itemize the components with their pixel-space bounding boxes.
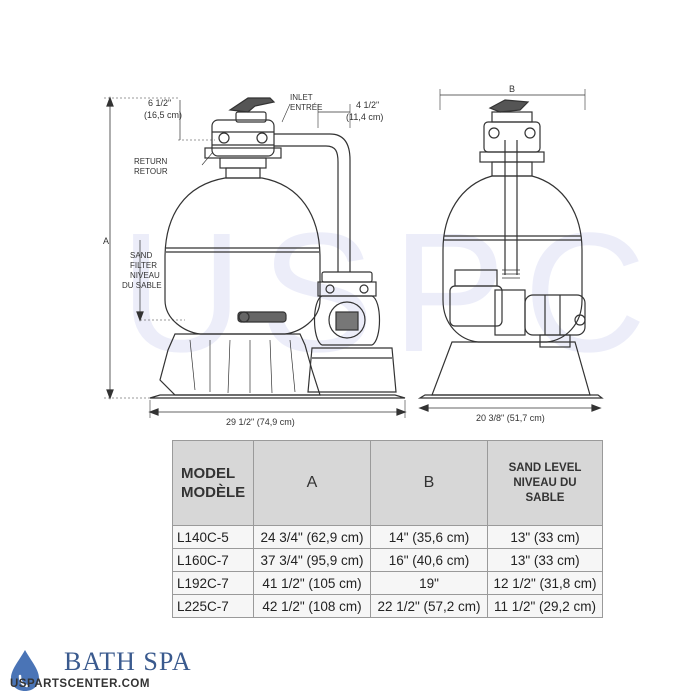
header-b: B: [370, 440, 488, 526]
cell-a: 24 3/4" (62,9 cm): [253, 525, 371, 549]
cell-sand: 12 1/2" (31,8 cm): [487, 571, 603, 595]
inlet-dim-cm-label: (11,4 cm): [346, 112, 383, 122]
cell-model: L192C-7: [172, 571, 254, 595]
cell-sand: 13" (33 cm): [487, 548, 603, 572]
header-sand-level: SAND LEVEL NIVEAU DU SABLE: [487, 440, 603, 526]
table-row: L225C-7 42 1/2" (108 cm) 22 1/2" (57,2 c…: [172, 594, 603, 618]
cell-sand: 11 1/2" (29,2 cm): [487, 594, 603, 618]
sand-label-1: SAND: [130, 251, 152, 260]
spec-table: MODEL MODÈLE A B SAND LEVEL NIVEAU DU SA…: [172, 440, 603, 618]
cell-a: 41 1/2" (105 cm): [253, 571, 371, 595]
left-width-label: 29 1/2" (74,9 cm): [226, 417, 295, 427]
cell-sand: 13" (33 cm): [487, 525, 603, 549]
inlet-label: INLET: [290, 93, 313, 102]
cell-b: 14" (35,6 cm): [370, 525, 488, 549]
front-view: [417, 89, 604, 412]
cell-model: L140C-5: [172, 525, 254, 549]
sand-label-4: DU SABLE: [122, 281, 162, 290]
cell-model: L225C-7: [172, 594, 254, 618]
table-row: L160C-7 37 3/4" (95,9 cm) 16" (40,6 cm) …: [172, 548, 603, 572]
return-label: RETURN: [134, 157, 168, 166]
water-drop-icon: [11, 650, 39, 691]
brand-name: BATH SPA: [64, 647, 192, 676]
filter-system-drawing: 6 1/2" (16,5 cm) INLET ENTRÉE 4 1/2" (11…: [103, 84, 604, 427]
table-row: L140C-5 24 3/4" (62,9 cm) 14" (35,6 cm) …: [172, 525, 603, 549]
header-a: A: [253, 440, 371, 526]
top-dim-cm-label: (16,5 cm): [144, 110, 182, 120]
header-model: MODEL MODÈLE: [172, 440, 254, 526]
inlet-dim-label: 4 1/2": [356, 100, 379, 110]
cell-b: 22 1/2" (57,2 cm): [370, 594, 488, 618]
table-row: L192C-7 41 1/2" (105 cm) 19" 12 1/2" (31…: [172, 571, 603, 595]
dim-b-label: B: [509, 84, 515, 94]
sand-label-2: FILTER: [130, 261, 157, 270]
return-fr-label: RETOUR: [134, 167, 168, 176]
brand-url: USPARTSCENTER.COM: [10, 678, 150, 690]
top-dim-label: 6 1/2": [148, 98, 171, 108]
table-header-row: MODEL MODÈLE A B SAND LEVEL NIVEAU DU SA…: [172, 440, 603, 526]
sand-label-3: NIVEAU: [130, 271, 160, 280]
right-width-label: 20 3/8" (51,7 cm): [476, 413, 545, 423]
cell-b: 19": [370, 571, 488, 595]
dim-a-label: A: [103, 236, 109, 246]
cell-a: 37 3/4" (95,9 cm): [253, 548, 371, 572]
cell-model: L160C-7: [172, 548, 254, 572]
cell-a: 42 1/2" (108 cm): [253, 594, 371, 618]
inlet-fr-label: ENTRÉE: [290, 103, 322, 112]
brand-logo: [0, 640, 220, 700]
cell-b: 16" (40,6 cm): [370, 548, 488, 572]
left-side-view: [104, 96, 407, 418]
